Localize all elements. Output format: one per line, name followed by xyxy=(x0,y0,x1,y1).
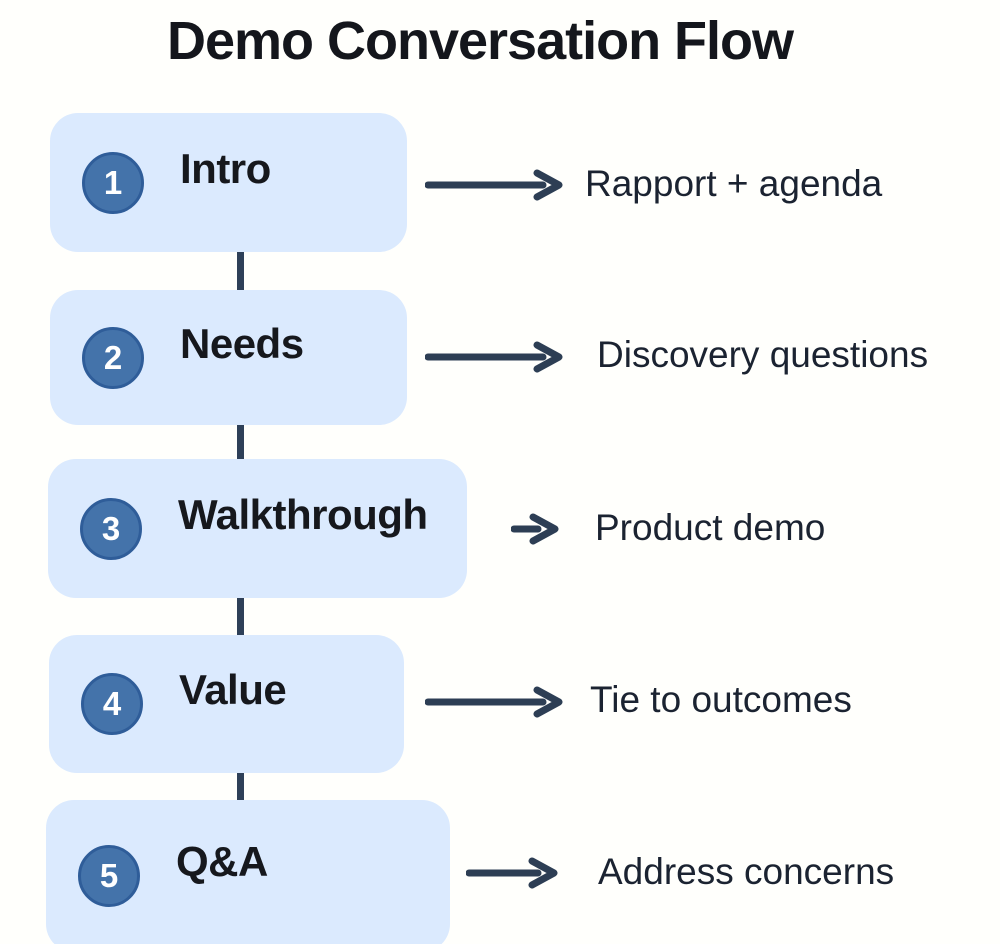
step-description: Address concerns xyxy=(598,851,895,892)
connector-line xyxy=(237,425,244,459)
arrow-right-icon xyxy=(511,513,559,545)
step-description: Product demo xyxy=(595,507,826,548)
step-number-badge: 5 xyxy=(78,845,140,907)
step-number-badge: 1 xyxy=(82,151,144,214)
step-card-intro: 1 Intro xyxy=(50,113,407,252)
connector-line xyxy=(237,773,244,800)
step-label: Q&A xyxy=(176,838,268,885)
step-number-badge: 2 xyxy=(82,326,144,389)
arrow-right-icon xyxy=(425,341,563,373)
step-label: Walkthrough xyxy=(178,490,428,538)
step-description: Discovery questions xyxy=(597,334,929,375)
arrow-right-icon xyxy=(425,169,563,201)
step-card-needs: 2 Needs xyxy=(50,290,407,425)
connector-line xyxy=(237,598,244,635)
step-label: Needs xyxy=(180,319,304,367)
connector-line xyxy=(237,252,244,290)
step-card-value: 4 Value xyxy=(49,635,404,773)
arrow-right-icon xyxy=(425,686,563,718)
step-label: Value xyxy=(179,666,287,713)
step-card-qa: 5 Q&A xyxy=(46,800,450,944)
page-title: Demo Conversation Flow xyxy=(166,11,794,71)
step-description: Rapport + agenda xyxy=(585,163,883,204)
step-card-walkthrough: 3 Walkthrough xyxy=(48,459,467,598)
step-description: Tie to outcomes xyxy=(590,679,852,720)
step-number-badge: 4 xyxy=(81,673,143,735)
arrow-right-icon xyxy=(466,857,558,889)
step-number-badge: 3 xyxy=(80,497,142,560)
step-label: Intro xyxy=(180,144,271,192)
